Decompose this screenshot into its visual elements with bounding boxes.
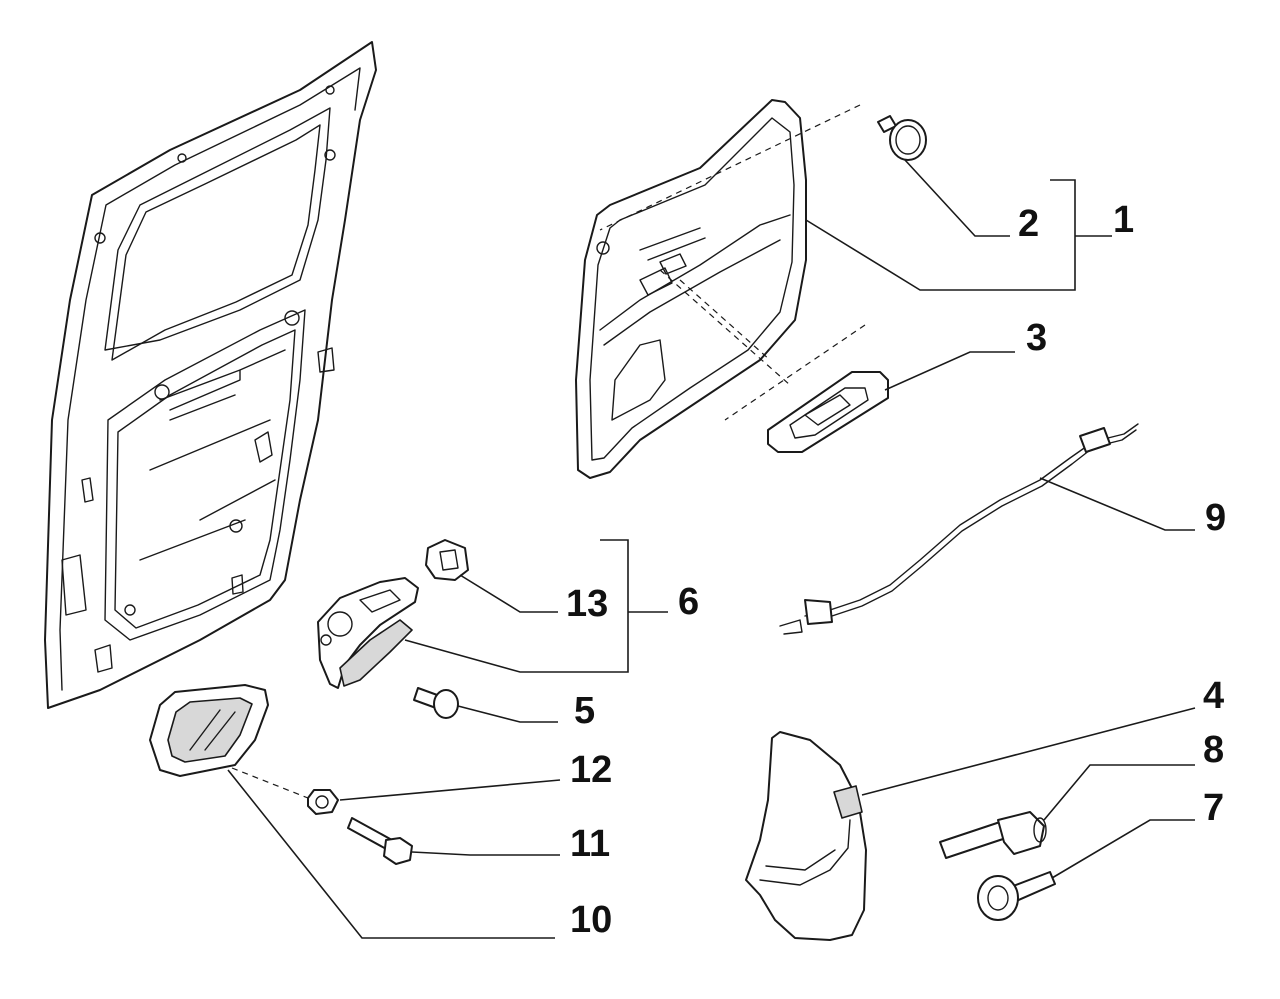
screw-7 [977,871,1056,921]
callout-8: 8 [1203,729,1224,771]
bolt-8 [939,811,1047,859]
callout-1: 1 [1113,199,1134,241]
door-frame [44,41,377,709]
callout-9: 9 [1205,497,1226,539]
callout-12: 12 [570,749,612,791]
callout-11: 11 [570,823,610,865]
leader-lines [227,159,1196,939]
callout-6: 6 [678,581,699,623]
trim-clip [877,115,927,161]
control-cable [779,423,1139,635]
inner-handle-assembly [317,539,469,689]
callout-3: 3 [1026,317,1047,359]
trim-cover [745,731,867,941]
callout-5: 5 [574,690,595,732]
nut [307,789,339,815]
callout-10: 10 [570,899,612,941]
callout-labels: 1 2 3 4 5 6 7 8 9 10 11 12 13 [566,199,1226,941]
screw-5 [413,687,459,719]
callout-7: 7 [1203,787,1224,829]
callout-4: 4 [1203,675,1224,717]
handle-bezel [149,684,269,777]
bolt-11 [347,817,413,865]
alignment-lines [231,104,866,799]
callout-13: 13 [566,583,608,625]
callout-2: 2 [1018,203,1039,245]
window-switch-panel [767,371,889,453]
